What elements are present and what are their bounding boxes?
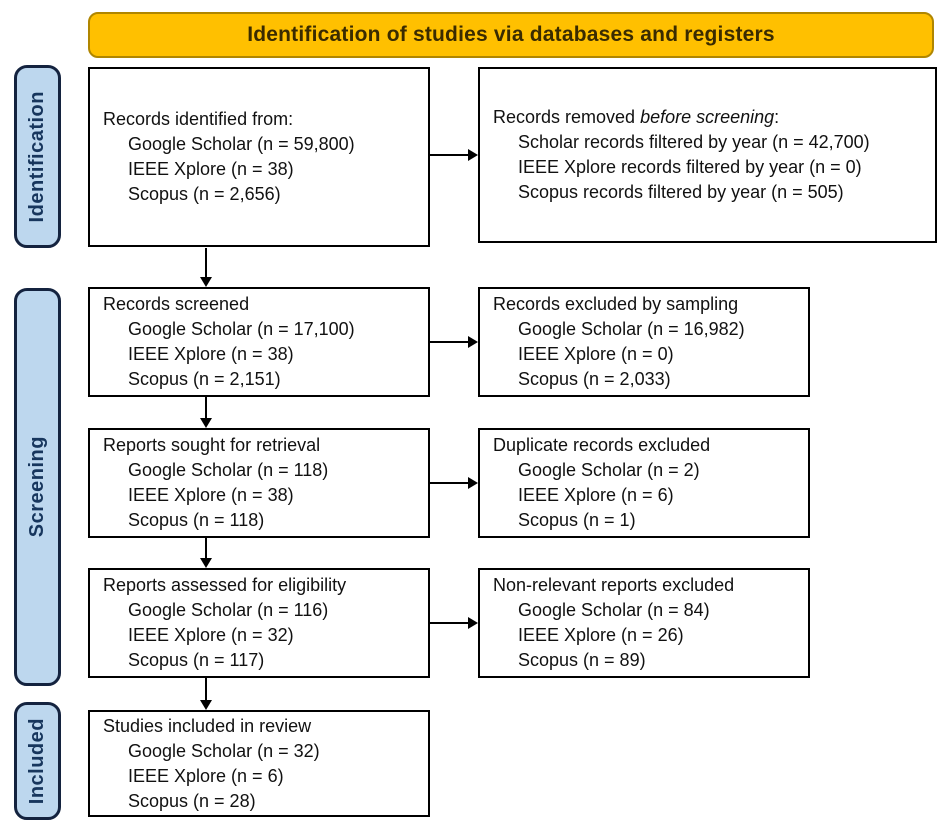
box-item: Scopus (n = 2,033) — [518, 369, 671, 389]
box-item: Scopus (n = 2,656) — [128, 184, 281, 204]
box-item: IEEE Xplore (n = 38) — [128, 485, 294, 505]
box-item: Google Scholar (n = 84) — [518, 600, 710, 620]
stage-included-label: Included — [26, 717, 48, 805]
box-title-italic: before screening — [640, 107, 775, 127]
box-item: Google Scholar (n = 118) — [128, 460, 329, 480]
arrow-down-identified-to-screened — [200, 248, 212, 287]
arrow-down-screened-to-sought — [200, 397, 212, 428]
stage-included: Included — [14, 702, 61, 820]
box-item: Scopus (n = 1) — [518, 510, 636, 530]
arrow-line — [430, 622, 468, 624]
arrow-line — [205, 538, 207, 558]
box-item: IEEE Xplore records filtered by year (n … — [518, 157, 862, 177]
arrow-head-icon — [200, 418, 212, 428]
stage-screening-label: Screening — [26, 436, 48, 538]
arrow-line — [430, 341, 468, 343]
stage-identification: Identification — [14, 65, 61, 248]
box-records-excluded-sampling: Records excluded by sampling Google Scho… — [478, 287, 810, 397]
box-item: IEEE Xplore (n = 0) — [518, 344, 674, 364]
box-title: Records screened — [103, 294, 250, 314]
arrow-right-assessed-to-nonrelevant — [430, 617, 478, 629]
box-item: Scopus records filtered by year (n = 505… — [518, 182, 844, 202]
box-item: Scopus (n = 118) — [128, 510, 265, 530]
box-records-identified: Records identified from: Google Scholar … — [88, 67, 430, 247]
box-studies-included: Studies included in review Google Schola… — [88, 710, 430, 817]
box-item: IEEE Xplore (n = 6) — [518, 485, 674, 505]
box-item: Scopus (n = 89) — [518, 650, 646, 670]
box-reports-assessed: Reports assessed for eligibility Google … — [88, 568, 430, 678]
box-item: Google Scholar (n = 17,100) — [128, 319, 355, 339]
arrow-down-assessed-to-included — [200, 678, 212, 710]
box-records-screened: Records screened Google Scholar (n = 17,… — [88, 287, 430, 397]
stage-identification-label: Identification — [26, 90, 48, 223]
box-item: Scopus (n = 2,151) — [128, 369, 281, 389]
box-item: IEEE Xplore (n = 32) — [128, 625, 294, 645]
box-title: Studies included in review — [103, 715, 312, 736]
arrow-line — [205, 397, 207, 418]
arrow-right-identified-to-removed — [430, 149, 478, 161]
box-title: Reports assessed for eligibility — [103, 575, 347, 595]
box-item: Google Scholar (n = 16,982) — [518, 319, 745, 339]
arrow-right-screened-to-excluded — [430, 336, 478, 348]
box-item: IEEE Xplore (n = 26) — [518, 625, 684, 645]
box-title-text: : — [774, 107, 780, 127]
box-item: Scopus (n = 28) — [128, 790, 256, 811]
box-reports-sought: Reports sought for retrieval Google Scho… — [88, 428, 430, 538]
box-records-removed: Records removed before screening: Schola… — [478, 67, 937, 243]
flow-header: Identification of studies via databases … — [88, 12, 934, 58]
box-nonrelevant-excluded: Non-relevant reports excluded Google Sch… — [478, 568, 810, 678]
arrow-line — [430, 154, 468, 156]
box-title: Records removed before screening: — [493, 105, 929, 130]
box-duplicates-excluded: Duplicate records excluded Google Schola… — [478, 428, 810, 538]
box-item: IEEE Xplore (n = 38) — [128, 344, 294, 364]
box-item: Google Scholar (n = 116) — [128, 600, 329, 620]
arrow-right-sought-to-duplicates — [430, 477, 478, 489]
arrow-head-icon — [468, 617, 478, 629]
box-title: Duplicate records excluded — [493, 435, 711, 455]
arrow-head-icon — [468, 336, 478, 348]
box-item: IEEE Xplore (n = 6) — [128, 765, 284, 786]
arrow-line — [205, 248, 207, 277]
arrow-line — [205, 678, 207, 700]
arrow-head-icon — [468, 477, 478, 489]
arrow-line — [430, 482, 468, 484]
box-item: Scholar records filtered by year (n = 42… — [518, 132, 870, 152]
flow-header-title: Identification of studies via databases … — [247, 23, 775, 46]
arrow-head-icon — [200, 558, 212, 568]
box-title-text: Records removed — [493, 107, 641, 127]
box-item: Google Scholar (n = 2) — [518, 460, 700, 480]
box-title: Non-relevant reports excluded — [493, 575, 735, 595]
arrow-down-sought-to-assessed — [200, 538, 212, 568]
stage-screening: Screening — [14, 288, 61, 686]
box-item: Google Scholar (n = 59,800) — [128, 134, 355, 154]
box-title: Records identified from: — [103, 109, 294, 129]
box-title: Reports sought for retrieval — [103, 435, 321, 455]
box-title: Records excluded by sampling — [493, 294, 739, 314]
box-item: IEEE Xplore (n = 38) — [128, 159, 294, 179]
arrow-head-icon — [200, 277, 212, 287]
arrow-head-icon — [200, 700, 212, 710]
box-item: Scopus (n = 117) — [128, 650, 265, 670]
box-item: Google Scholar (n = 32) — [128, 740, 320, 761]
arrow-head-icon — [468, 149, 478, 161]
